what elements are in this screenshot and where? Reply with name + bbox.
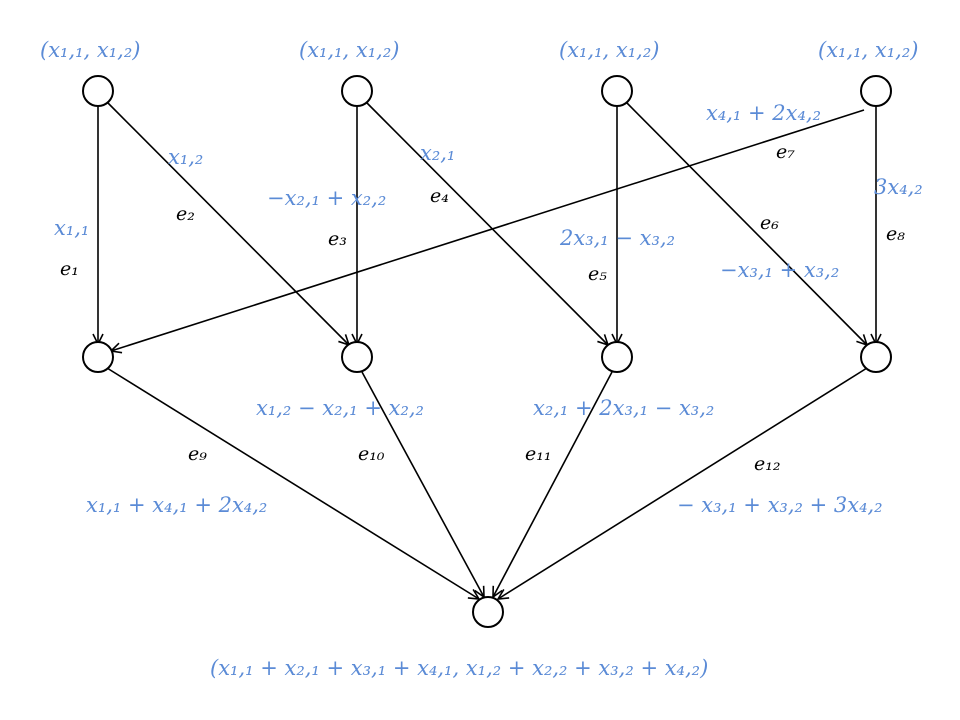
- relay-node-1: [82, 341, 114, 373]
- edge-e6: [625, 101, 867, 345]
- edge-e4: [365, 101, 608, 345]
- edge-name-e1: e₁: [60, 258, 79, 280]
- edge-name-e9: e₉: [188, 443, 207, 465]
- edge-message-e8: 3x₄,₂: [874, 175, 923, 199]
- source-label-3: (x₁,₁, x₁,₂): [559, 38, 660, 62]
- source-node-4: [860, 75, 892, 107]
- source-node-3: [601, 75, 633, 107]
- edge-name-e2: e₂: [176, 203, 195, 225]
- source-node-2: [341, 75, 373, 107]
- edge-name-e11: e₁₁: [525, 443, 552, 465]
- relay-node-4: [860, 341, 892, 373]
- sink-label: (x₁,₁ + x₂,₁ + x₃,₁ + x₄,₁, x₁,₂ + x₂,₂ …: [210, 656, 709, 680]
- edge-name-e12: e₁₂: [754, 453, 781, 475]
- edge-name-e7: e₇: [776, 141, 795, 163]
- relay-node-2: [341, 341, 373, 373]
- relay-node-3: [601, 341, 633, 373]
- edge-message-e5: 2x₃,₁ − x₃,₂: [560, 226, 676, 250]
- edge-message-e11: x₂,₁ + 2x₃,₁ − x₃,₂: [533, 396, 715, 420]
- edge-name-e10: e₁₀: [358, 443, 385, 465]
- edge-e11: [493, 371, 613, 597]
- source-label-2: (x₁,₁, x₁,₂): [299, 38, 400, 62]
- sink-node: [472, 596, 504, 628]
- edge-name-e3: e₃: [328, 228, 347, 250]
- edge-name-e8: e₈: [886, 223, 905, 245]
- edge-message-e3: −x₂,₁ + x₂,₂: [267, 186, 387, 210]
- source-node-1: [82, 75, 114, 107]
- edge-e10: [361, 371, 484, 597]
- edge-message-e6: −x₃,₁ + x₃,₂: [720, 258, 840, 282]
- edge-name-e4: e₄: [430, 185, 449, 207]
- edge-message-e2: x₁,₂: [168, 145, 204, 169]
- edge-message-e1: x₁,₁: [54, 216, 90, 240]
- edge-name-e6: e₆: [760, 212, 779, 234]
- source-label-1: (x₁,₁, x₁,₂): [40, 38, 141, 62]
- edge-e12: [498, 367, 868, 599]
- edge-message-e12: − x₃,₁ + x₃,₂ + 3x₄,₂: [677, 493, 883, 517]
- edge-e7: [111, 109, 865, 351]
- edge-message-e7: x₄,₁ + 2x₄,₂: [706, 101, 822, 125]
- edge-message-e9: x₁,₁ + x₄,₁ + 2x₄,₂: [86, 493, 268, 517]
- edge-e9: [106, 367, 479, 599]
- source-label-4: (x₁,₁, x₁,₂): [818, 38, 919, 62]
- edge-message-e4: x₂,₁: [420, 141, 456, 165]
- edge-e2: [106, 101, 349, 345]
- edge-name-e5: e₅: [588, 263, 607, 285]
- edge-message-e10: x₁,₂ − x₂,₁ + x₂,₂: [256, 396, 424, 420]
